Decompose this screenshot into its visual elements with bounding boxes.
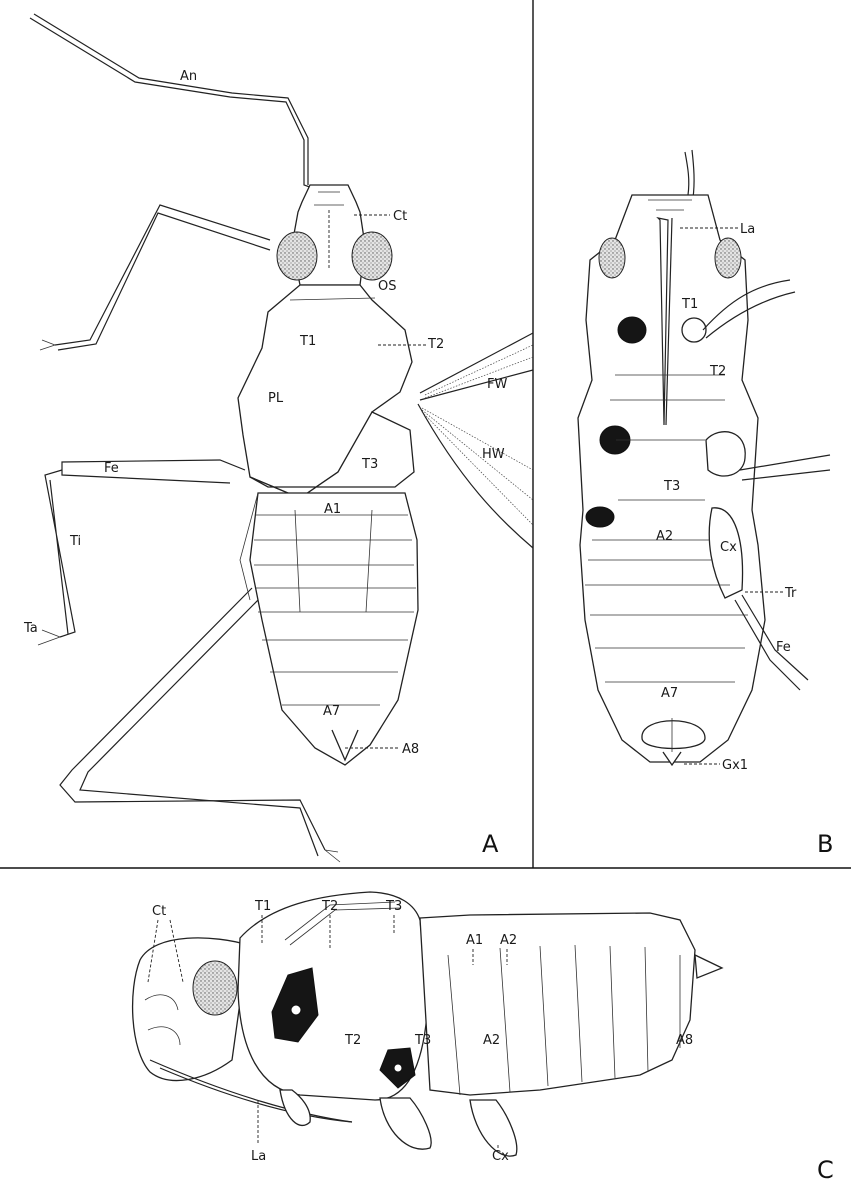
label-a-t1: T1 [299, 334, 316, 349]
label-a-ct: Ct [393, 209, 407, 224]
panel-b-letter: B [817, 830, 833, 858]
label-c-t3: T3 [414, 1033, 431, 1048]
eye-left-b [599, 238, 625, 278]
eye-right-a [352, 232, 392, 280]
label-b-a2: A2 [656, 529, 673, 544]
coxa-dark-3 [586, 507, 614, 527]
label-a-ti: Ti [69, 534, 81, 549]
label-c-a8: A8 [676, 1033, 693, 1048]
label-b-la: La [740, 222, 755, 237]
label-a-t3: T3 [361, 457, 378, 472]
panel-a-letter: A [482, 830, 499, 858]
label-c-t1: T1 [254, 899, 271, 914]
label-a-an: An [180, 69, 197, 84]
panel-a-drawing [30, 14, 533, 862]
label-c-cx: Cx [492, 1149, 509, 1164]
label-a-pl: PL [268, 391, 284, 406]
label-b-cx: Cx [720, 540, 737, 555]
label-a-a7: A7 [323, 704, 340, 719]
label-b-gx1: Gx1 [722, 758, 748, 773]
eye-right-b [715, 238, 741, 278]
label-b-t3: T3 [663, 479, 680, 494]
label-a-ta: Ta [23, 621, 38, 636]
label-c-t3-top: T3 [385, 899, 402, 914]
label-c-ct: Ct [152, 904, 166, 919]
label-c-a2-top: A2 [500, 933, 517, 948]
label-a-os: OS [378, 279, 396, 294]
label-a-hw: HW [482, 447, 505, 462]
label-c-a2: A2 [483, 1033, 500, 1048]
panel-c-letter: C [817, 1156, 834, 1184]
label-c-la: La [251, 1149, 266, 1164]
eye-left-a [277, 232, 317, 280]
label-b-t2: T2 [709, 364, 726, 379]
label-b-fe: Fe [776, 640, 791, 655]
panel-c-drawing [133, 892, 722, 1156]
label-c-t2: T2 [344, 1033, 361, 1048]
eye-c [193, 961, 237, 1015]
label-a-a8: A8 [402, 742, 419, 757]
label-b-t1: T1 [681, 297, 698, 312]
label-a-t2: T2 [427, 337, 444, 352]
label-a-a1: A1 [324, 502, 341, 517]
label-c-t2-top: T2 [321, 899, 338, 914]
label-b-tr: Tr [784, 586, 797, 601]
coxa-dark-1 [618, 317, 646, 343]
panel-b-drawing [578, 150, 830, 765]
label-a-fe: Fe [104, 461, 119, 476]
label-b-a7: A7 [661, 686, 678, 701]
label-c-a1: A1 [466, 933, 483, 948]
label-a-fw: FW [487, 377, 507, 392]
